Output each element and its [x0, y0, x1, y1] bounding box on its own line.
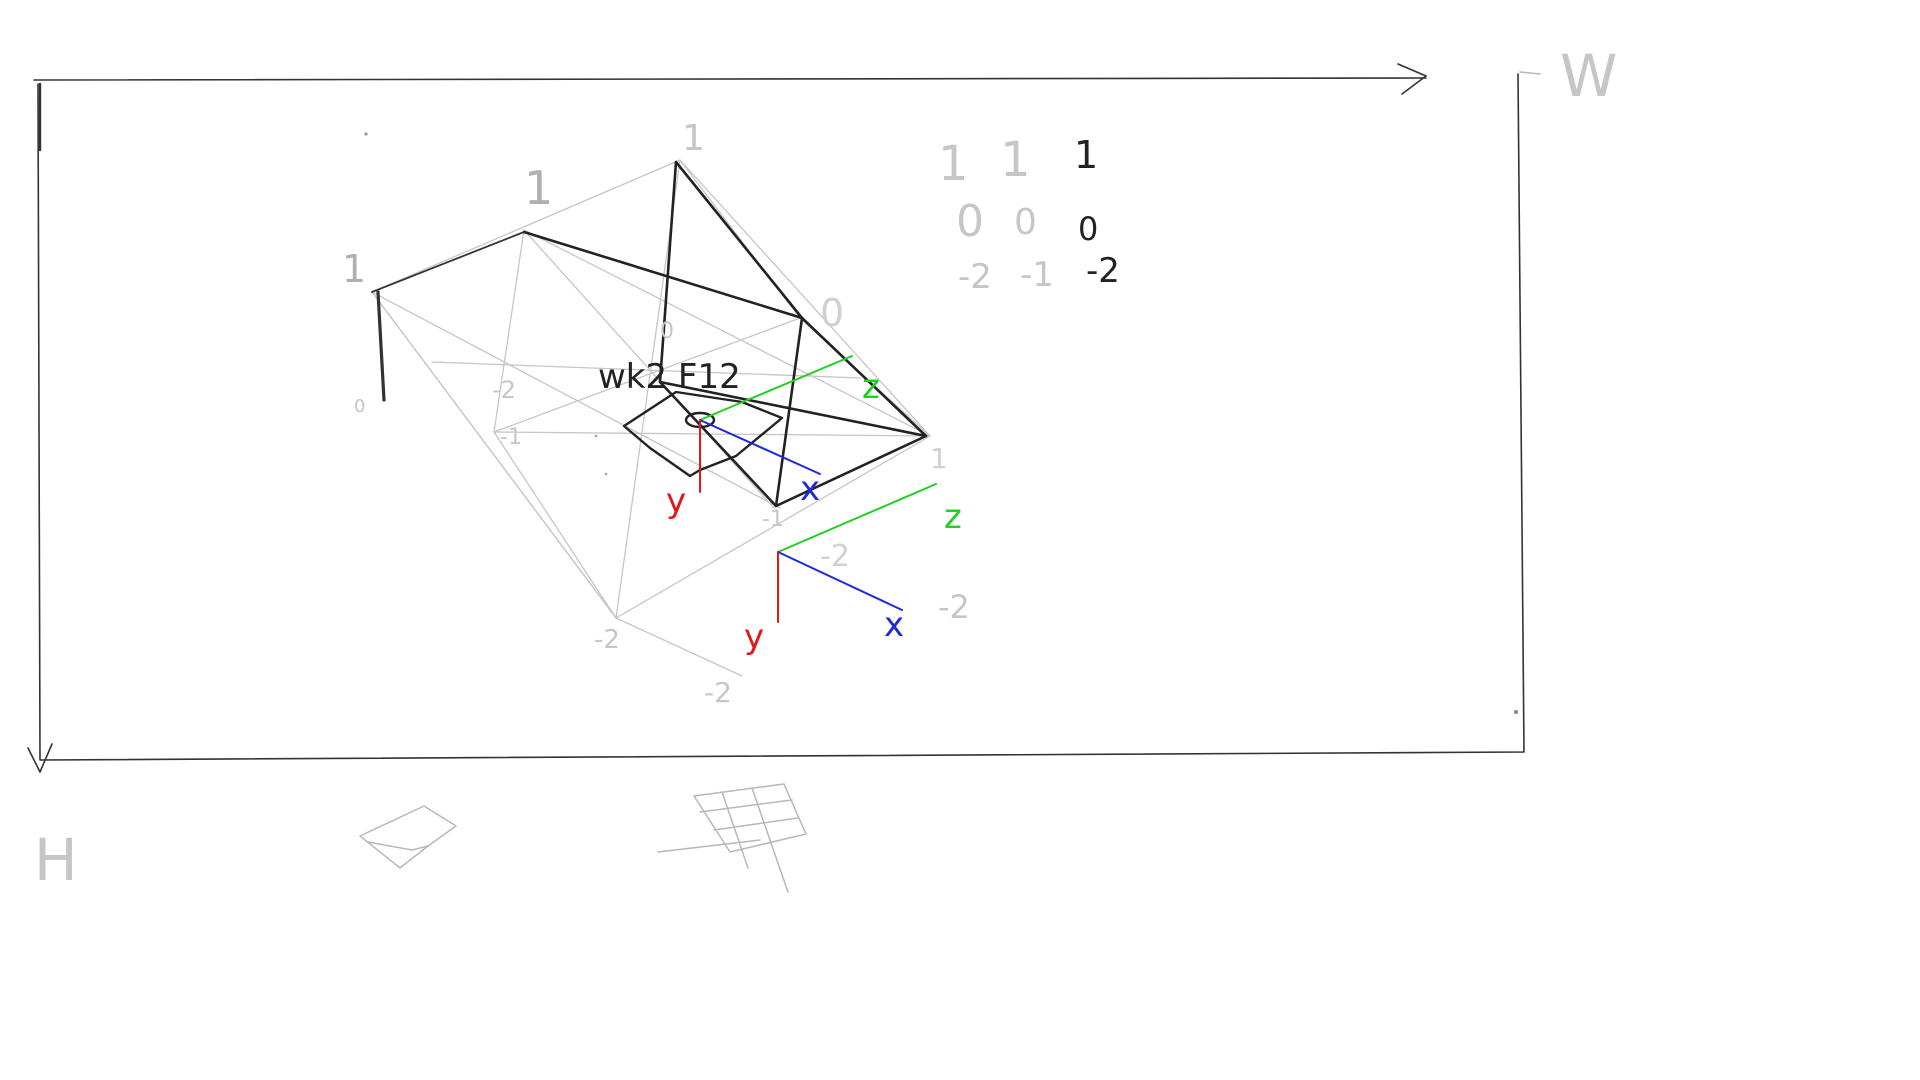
dark-wireframe: [371, 160, 928, 508]
dark-prism-edge: [658, 160, 928, 508]
legend-cell: 1: [938, 136, 969, 192]
legend-cell: -2: [1086, 251, 1120, 291]
object-annotation: wk2 F12: [598, 357, 741, 397]
legend-cell: 0: [1014, 202, 1037, 243]
grid-line: [523, 229, 931, 437]
vertex-label: 0: [660, 319, 674, 344]
grid-line: [493, 317, 801, 433]
stray-dots: [364, 132, 1518, 714]
legend-cell: 0: [1078, 210, 1098, 248]
legend-cell: 1: [1000, 132, 1031, 188]
vertex-label: -2: [938, 588, 970, 626]
height-arrowhead: [27, 743, 53, 773]
canvas-frame: [27, 63, 1541, 773]
inner-x-label: x: [800, 469, 820, 509]
vertex-label: -1: [762, 507, 784, 532]
legend-cell: 0: [956, 196, 984, 247]
dark-prism-edge: [658, 380, 928, 438]
outer-x-label: x: [884, 605, 904, 645]
doodle-grid-line: [713, 817, 799, 831]
dark-prism-edge: [774, 316, 804, 508]
legend-cell: -2: [958, 257, 992, 297]
width-arrowhead: [1397, 63, 1427, 95]
vertex-label: 0: [820, 291, 844, 335]
inner-axes: [699, 355, 853, 493]
outer-x-axis: [777, 551, 903, 611]
doodle-grid-line: [657, 839, 761, 853]
vertex-label: 1: [930, 442, 948, 475]
vertex-label: -2: [492, 376, 516, 404]
number-legend: 1 1 1 0 0 0 -2 -1 -2: [938, 132, 1120, 297]
grid-line: [371, 291, 617, 619]
inner-z-label: z: [862, 367, 880, 407]
outer-y-label: y: [744, 617, 764, 657]
grid-line: [493, 229, 617, 619]
grid-line: [371, 291, 781, 509]
legend-cell: 1: [1074, 133, 1098, 177]
doodle-grid-line: [721, 791, 749, 869]
grid-line: [615, 617, 743, 677]
vertex-label: -2: [704, 676, 732, 709]
height-axis-label: H: [34, 826, 78, 894]
grid-line: [523, 229, 775, 509]
grid-line: [493, 431, 931, 437]
vertex-label: -1: [500, 425, 522, 450]
vertex-label: 0: [354, 396, 365, 417]
vertex-label: 1: [682, 118, 705, 159]
outer-z-axis: [777, 483, 937, 553]
doodle-grid-line: [699, 799, 793, 813]
doodle-grid: [657, 783, 807, 893]
doodle-grid-outline: [693, 783, 807, 853]
doodle-grid-line: [751, 787, 789, 893]
inner-x-axis: [699, 419, 821, 475]
inner-y-label: y: [666, 481, 686, 521]
object-outline: [622, 390, 784, 478]
frame-border: [37, 73, 1525, 761]
vertex-label: -2: [594, 625, 620, 655]
vertex-label: 1: [342, 247, 366, 291]
frame-top-edge: [33, 77, 1427, 81]
outer-axes: [777, 483, 937, 623]
left-vertical-stroke: [376, 290, 386, 402]
grid-line: [431, 361, 861, 379]
width-axis-tick: [1519, 71, 1541, 75]
vertex-label: 1: [524, 161, 553, 215]
doodle-quad: [359, 805, 457, 869]
doodle-quad-outline: [359, 805, 457, 869]
outer-z-label: z: [944, 497, 962, 537]
dark-prism-edge: [522, 230, 804, 320]
vertex-label: -2: [820, 539, 850, 574]
wire-edge: [371, 231, 525, 293]
inner-z-axis: [699, 355, 853, 421]
width-axis-label: W: [1560, 42, 1617, 110]
projected-grid: [371, 159, 931, 677]
legend-cell: -1: [1020, 255, 1054, 295]
doodle-quad-stroke: [367, 841, 429, 851]
